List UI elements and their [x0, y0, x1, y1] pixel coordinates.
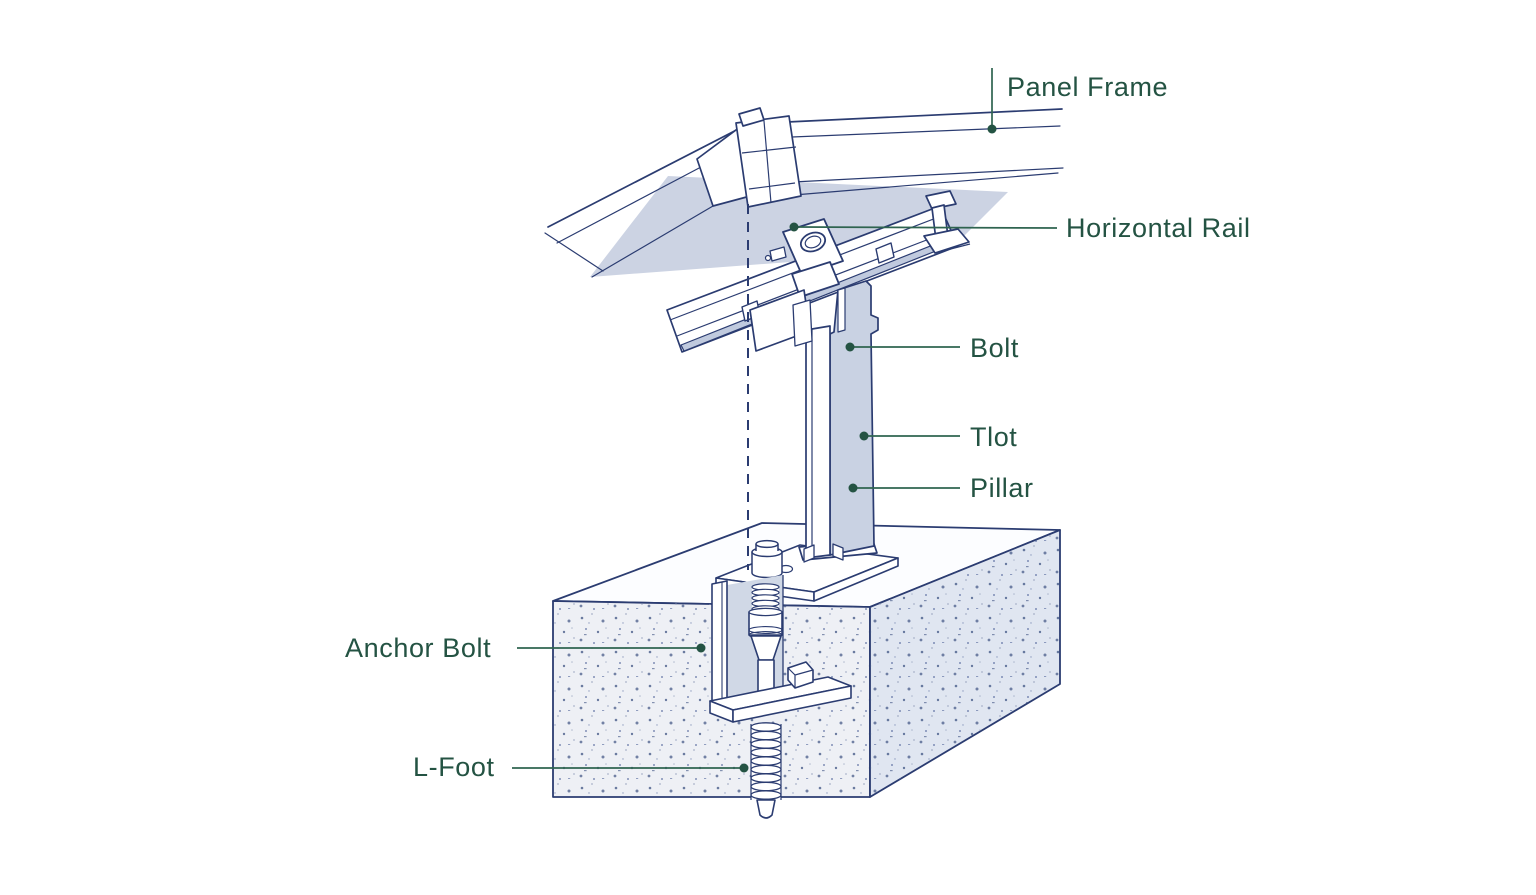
- anchor-bolt-head: [751, 539, 794, 579]
- label-tlot: Tlot: [970, 422, 1018, 452]
- label-anchor-bolt: Anchor Bolt: [345, 633, 492, 663]
- panel-mid-clamp: [696, 107, 802, 208]
- leader-dot-horizontal-rail: [789, 222, 799, 232]
- label-horizontal-rail: Horizontal Rail: [1066, 213, 1251, 243]
- label-bolt: Bolt: [970, 333, 1019, 363]
- leader-dot-panel-frame: [987, 124, 997, 134]
- l-foot-cutaway: [709, 575, 852, 819]
- rail-clamp: [764, 218, 844, 298]
- leader-horizontal-rail: [796, 226, 1058, 229]
- leader-dot-l-foot: [739, 763, 749, 773]
- leader-dot-tlot: [859, 431, 869, 441]
- rail-end-bracket: [923, 190, 971, 254]
- label-l-foot: L-Foot: [413, 752, 495, 782]
- leader-lines: [512, 68, 1058, 773]
- label-pillar: Pillar: [970, 473, 1034, 503]
- leader-dot-pillar: [848, 483, 858, 493]
- leader-dot-bolt: [845, 342, 855, 352]
- label-panel-frame: Panel Frame: [1007, 72, 1169, 102]
- pillar-post: [749, 280, 879, 563]
- panel-frame-beam: [544, 108, 1064, 278]
- leader-dot-anchor-bolt: [696, 643, 706, 653]
